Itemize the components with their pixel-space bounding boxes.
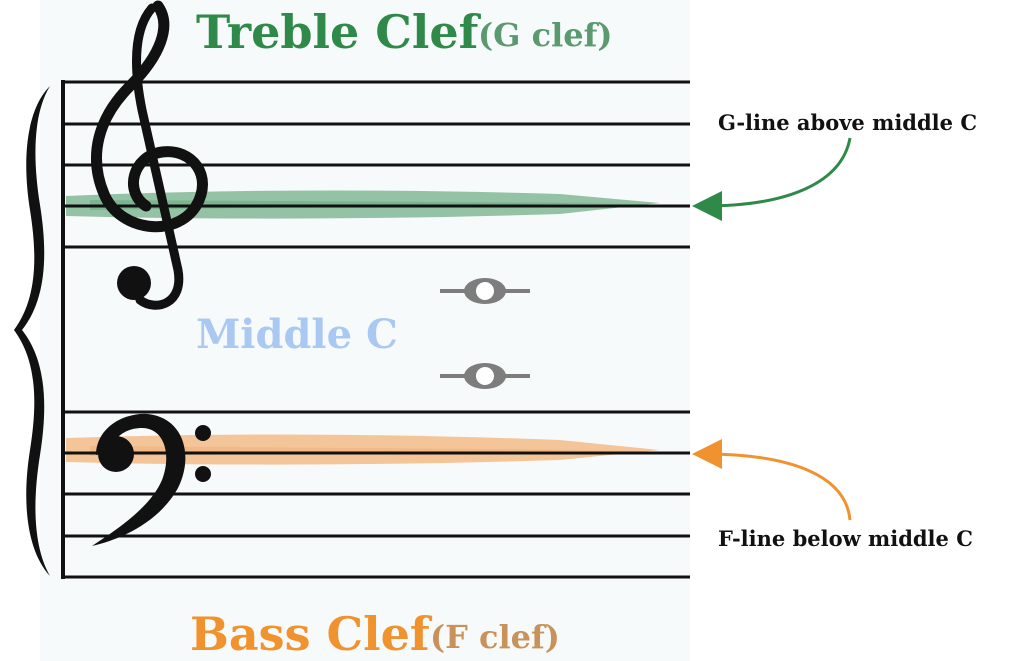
staff-background [40,0,690,661]
g-line-arrow [692,137,852,221]
middle-c-label: Middle C [196,311,398,358]
f-line-arrow [692,439,852,521]
treble-clef-title: Treble Clef [196,5,482,59]
middle-c-note-bass [440,363,530,389]
f-line-annotation: F-line below middle C [718,526,973,551]
bass-clef-icon [92,413,211,546]
bass-clef-subtitle: (F clef) [430,618,560,656]
middle-c-note-treble [440,278,530,304]
g-line-annotation: G-line above middle C [718,110,977,135]
bass-clef-title: Bass Clef [190,607,433,661]
grand-staff-brace-icon [14,86,50,576]
treble-clef-icon [91,0,208,310]
treble-clef-subtitle: (G clef) [478,16,613,54]
